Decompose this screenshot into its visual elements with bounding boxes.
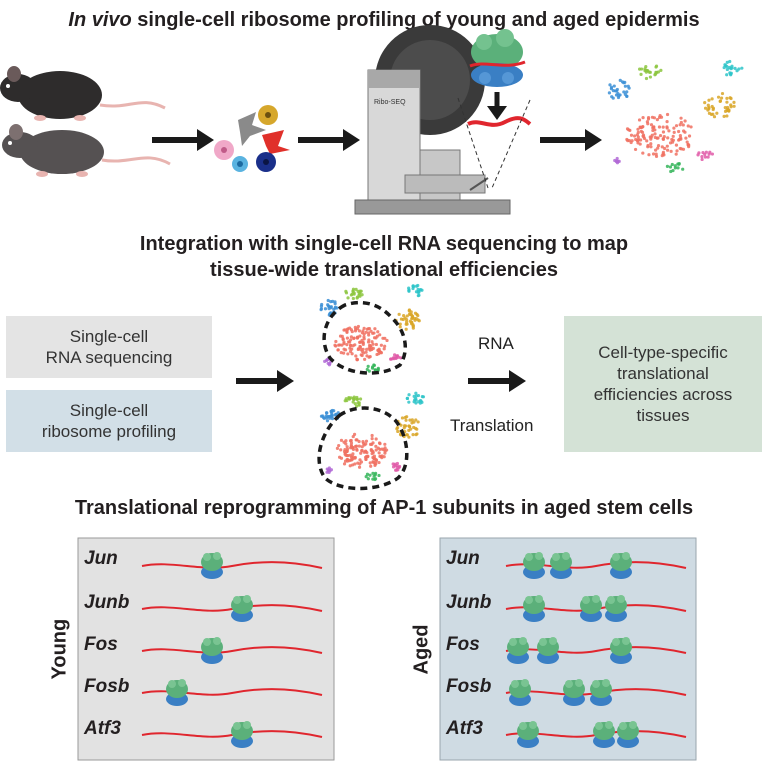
- label-aged: Aged: [410, 624, 433, 675]
- box-scribo-line2: ribosome profiling: [41, 422, 177, 441]
- aged-gene-fosb: Fosb: [446, 676, 492, 697]
- box-scrna-seq: Single-cell RNA sequencing: [6, 316, 212, 378]
- aged-gene-atf3: Atf3: [446, 718, 483, 739]
- aged-gene-fos: Fos: [446, 634, 480, 655]
- box-scribo-profiling: Single-cell ribosome profiling: [6, 390, 212, 452]
- instrument-label: Ribo-SEQ: [374, 99, 406, 106]
- label-young: Young: [48, 618, 71, 680]
- dissociated-cells-icon: [214, 105, 290, 172]
- box-scribo-line1: Single-cell: [69, 401, 149, 420]
- highlight-outline-translation: [317, 406, 409, 491]
- box-results-line4: tissues: [636, 406, 690, 425]
- young-gene-jun: Jun: [84, 548, 118, 569]
- title-integration-line1: Integration with single-cell RNA sequenc…: [139, 233, 629, 255]
- umap-cluster-plot-top: [607, 59, 744, 174]
- title-ap1-reprogramming: Translational reprogramming of AP-1 subu…: [74, 497, 694, 519]
- young-gene-fosb: Fosb: [84, 676, 130, 697]
- young-gene-atf3: Atf3: [84, 718, 121, 739]
- young-mrna-rows: [141, 552, 323, 748]
- title-rest-part: single-cell ribosome profiling of young …: [131, 9, 700, 31]
- label-translation: Translation: [450, 416, 534, 435]
- instrument-icon: Ribo-SEQ: [354, 25, 511, 215]
- box-results: Cell-type-specific translational efficie…: [564, 316, 762, 452]
- mouse-aged-icon: [2, 124, 171, 177]
- ribosome-icon: [469, 29, 526, 87]
- footprint-fragment: [467, 116, 532, 127]
- title-integration-line2: tissue-wide translational efficiencies: [210, 259, 558, 281]
- box-scrna-line1: Single-cell: [69, 327, 149, 346]
- box-results-line1: Cell-type-specific: [598, 343, 728, 362]
- young-gene-junb: Junb: [84, 592, 130, 613]
- highlight-outline-rna: [322, 300, 408, 375]
- umap-cluster-plot-translation: [319, 391, 426, 482]
- title-scribo-profiling: In vivo single-cell ribosome profiling o…: [0, 8, 768, 32]
- title-italic-part: In vivo: [68, 9, 132, 31]
- box-results-line2: translational: [617, 364, 709, 383]
- box-results-line3: efficiencies across: [593, 385, 733, 404]
- young-gene-fos: Fos: [84, 634, 118, 655]
- umap-cluster-plot-rna: [319, 283, 424, 373]
- label-rna: RNA: [478, 334, 514, 353]
- box-scrna-line2: RNA sequencing: [45, 348, 173, 367]
- mouse-young-icon: [0, 66, 166, 121]
- aged-gene-junb: Junb: [446, 592, 492, 613]
- aged-gene-jun: Jun: [446, 548, 480, 569]
- aged-mrna-rows: [505, 552, 687, 748]
